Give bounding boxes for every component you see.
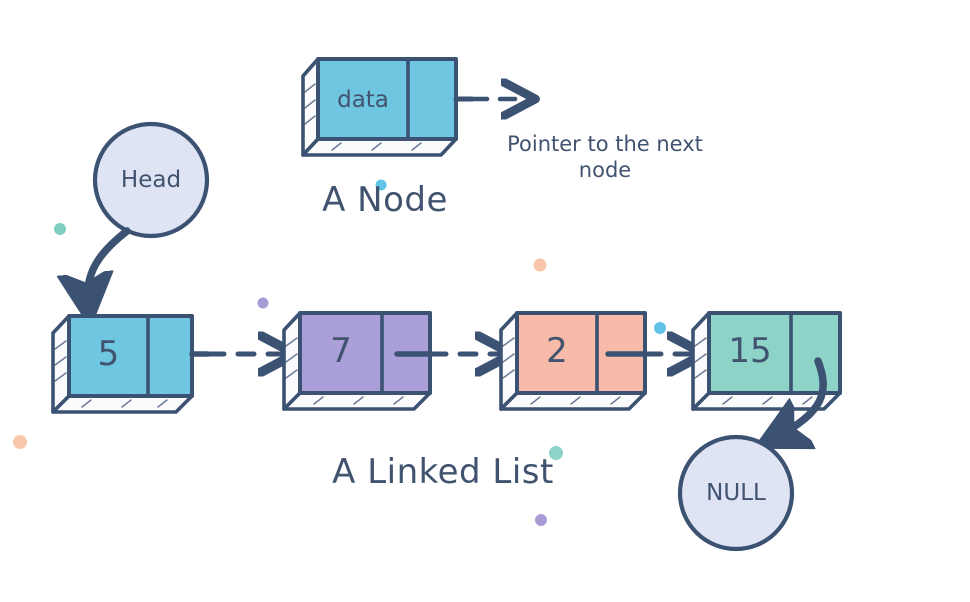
- node-1-bottom-hatching: [81, 399, 168, 408]
- node-1-front-face: [67, 314, 194, 398]
- sample-node-front-face: [316, 57, 458, 141]
- node-2-side-hatching: [285, 337, 298, 379]
- sample-node-side-hatching: [304, 83, 316, 125]
- null-arrow: [776, 357, 827, 437]
- dot-purple-bottom: [535, 514, 547, 526]
- decorative-dots: [13, 179, 666, 526]
- list-node-2: [282, 311, 432, 411]
- head-arrow: [88, 227, 131, 303]
- null-circle: [677, 434, 795, 552]
- dot-peach-left: [13, 435, 27, 449]
- dot-cyan-node15: [654, 322, 666, 334]
- dot-peach-upper: [533, 258, 547, 272]
- list-node-3: [499, 311, 647, 411]
- list-node-1: [51, 314, 194, 414]
- node-1-bottom-face: [51, 394, 194, 414]
- node-4-front-face: [707, 311, 842, 395]
- sample-node-bottom-face: [301, 137, 458, 157]
- node-3-bottom-hatching: [530, 396, 621, 405]
- null-pointer: [677, 357, 827, 552]
- dot-teal-list: [549, 446, 563, 460]
- node-1-side-hatching: [54, 340, 67, 382]
- sample-node-bottom-hatching: [331, 142, 422, 151]
- dot-purple-mid: [257, 297, 269, 309]
- head-pointer: [88, 121, 210, 303]
- node-2-bottom-hatching: [313, 396, 404, 405]
- node-3-bottom-face: [499, 391, 647, 411]
- sample-node: [301, 57, 524, 157]
- dot-teal-left: [54, 223, 66, 235]
- head-circle: [92, 121, 210, 239]
- node-4-side-hatching: [694, 337, 707, 379]
- dot-cyan-a-node: [375, 179, 387, 191]
- node-3-side-hatching: [502, 337, 515, 379]
